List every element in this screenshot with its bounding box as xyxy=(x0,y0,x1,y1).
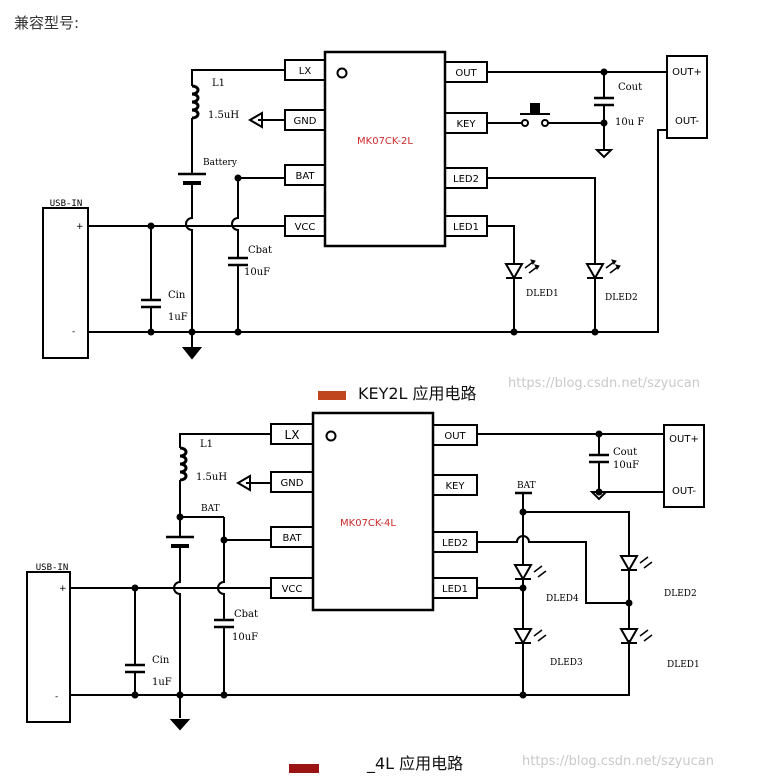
c1-ground xyxy=(181,347,203,360)
c1-led2-label: DLED2 xyxy=(605,293,638,303)
c1-cout-value: 10u F xyxy=(615,117,644,128)
c1-led1-label: DLED1 xyxy=(526,289,559,299)
circuit2 xyxy=(26,411,705,731)
caption-1-bar xyxy=(318,391,346,400)
c2-minus: - xyxy=(55,692,58,702)
c2-ground xyxy=(169,719,191,731)
c1-output-connector xyxy=(666,55,708,139)
c1-led2-wire xyxy=(487,177,596,264)
c1-cbat-name: Cbat xyxy=(248,245,272,256)
c2-cin-value: 1uF xyxy=(152,677,172,688)
c1-plus: + xyxy=(76,222,84,232)
c2-led1-label: DLED1 xyxy=(667,660,700,670)
c1-pin-out-label: OUT xyxy=(455,68,477,79)
c2-bat-label: BAT xyxy=(201,504,220,514)
c1-out-plus: OUT+ xyxy=(672,67,702,78)
c1-cout-name: Cout xyxy=(618,82,642,93)
c1-key-button-cap xyxy=(530,103,540,115)
c1-inductor-coil xyxy=(191,84,200,120)
c1-cin-value: 1uF xyxy=(168,312,188,323)
c2-inductor-coil xyxy=(179,446,188,482)
c1-pin-vcc-label: VCC xyxy=(295,222,316,233)
c1-usb-box xyxy=(42,207,89,359)
c1-led1 xyxy=(504,263,524,281)
c1-cout-ground xyxy=(594,149,614,159)
c1-gnd-arrow xyxy=(248,111,263,129)
c2-out-minus: OUT- xyxy=(672,486,696,497)
watermark-1: https://blog.csdn.net/szyucan xyxy=(508,376,700,391)
chip1-pin1-dot xyxy=(336,67,348,79)
c2-out-plus: OUT+ xyxy=(669,434,699,445)
c1-minus: - xyxy=(72,327,75,337)
chip2-pin-bat-box xyxy=(270,526,314,548)
caption-2-bar xyxy=(289,764,319,773)
c1-pin-bat-label: BAT xyxy=(295,171,315,182)
c2-led1 xyxy=(619,628,639,646)
c2-cbat-name: Cbat xyxy=(234,609,258,620)
c2-usb-label: USB-IN xyxy=(36,563,69,573)
c2-led4-label: DLED4 xyxy=(546,594,579,604)
c2-led2 xyxy=(619,555,639,573)
c2-led3 xyxy=(513,628,533,646)
chip2-pin1-dot xyxy=(325,430,337,442)
c1-pin-lx-label: LX xyxy=(299,66,312,77)
chip1-body xyxy=(323,50,447,248)
c1-usb-label: USB-IN xyxy=(50,199,83,209)
chip2-body xyxy=(311,411,435,612)
c2-cout-name: Cout xyxy=(613,447,637,458)
c2-plus: + xyxy=(59,584,67,594)
c2-cout-value: 10uF xyxy=(613,460,639,471)
c2-led4 xyxy=(513,564,533,582)
chip1-pin-bat-box xyxy=(284,164,326,186)
c1-bat-wire xyxy=(231,177,285,258)
c2-pin-gnd-label: GND xyxy=(281,478,304,489)
c2-bat-label-right: BAT xyxy=(517,481,536,491)
c1-ground-rail xyxy=(88,129,667,333)
c1-battery-label: Battery xyxy=(203,158,238,168)
c2-inductor-name: L1 xyxy=(200,439,213,450)
c1-led2 xyxy=(585,263,605,281)
c1-battery-down xyxy=(185,183,193,345)
c2-pin-vcc-label: VCC xyxy=(282,584,303,595)
c1-led1-wire xyxy=(487,225,515,264)
c1-cin-name: Cin xyxy=(168,290,186,301)
c2-chip-label: MK07CK-4L xyxy=(340,518,396,529)
c2-pin-out-label: OUT xyxy=(444,431,466,442)
caption-1: KEY2L 应用电路 xyxy=(358,384,477,403)
c1-inductor-wire xyxy=(191,69,285,86)
c2-led2-label: DLED2 xyxy=(664,589,697,599)
c2-pin-led2-label: LED2 xyxy=(442,538,468,549)
c2-pin-lx-label: LX xyxy=(285,428,300,442)
c2-pin-key-label: KEY xyxy=(446,481,466,492)
c1-pin-key-label: KEY xyxy=(457,119,477,130)
c1-pin-gnd-label: GND xyxy=(294,116,317,127)
c1-inductor-name: L1 xyxy=(212,78,225,89)
c2-inductor-value: 1.5uH xyxy=(196,472,227,483)
c1-pin-led1-label: LED1 xyxy=(453,222,479,233)
circuit1 xyxy=(42,50,708,360)
c1-out-minus: OUT- xyxy=(675,116,699,127)
c2-cin-name: Cin xyxy=(152,655,170,666)
caption-2: _4L 应用电路 xyxy=(367,754,464,773)
c2-cbat-value: 10uF xyxy=(232,632,258,643)
chip2-pin-key-box xyxy=(432,474,478,496)
c2-led3-label: DLED3 xyxy=(550,658,583,668)
c1-inductor-value: 1.5uH xyxy=(208,110,239,121)
c2-pin-led1-label: LED1 xyxy=(442,584,468,595)
c2-usb-box xyxy=(26,571,71,723)
c2-output-connector xyxy=(663,424,705,508)
c2-pin-bat-label: BAT xyxy=(282,533,302,544)
c1-cbat-value: 10uF xyxy=(244,267,270,278)
c1-pin-led2-label: LED2 xyxy=(453,174,479,185)
watermark-2: https://blog.csdn.net/szyucan xyxy=(522,754,714,769)
c1-chip-label: MK07CK-2L xyxy=(357,136,413,147)
page-heading: 兼容型号: xyxy=(14,14,80,32)
